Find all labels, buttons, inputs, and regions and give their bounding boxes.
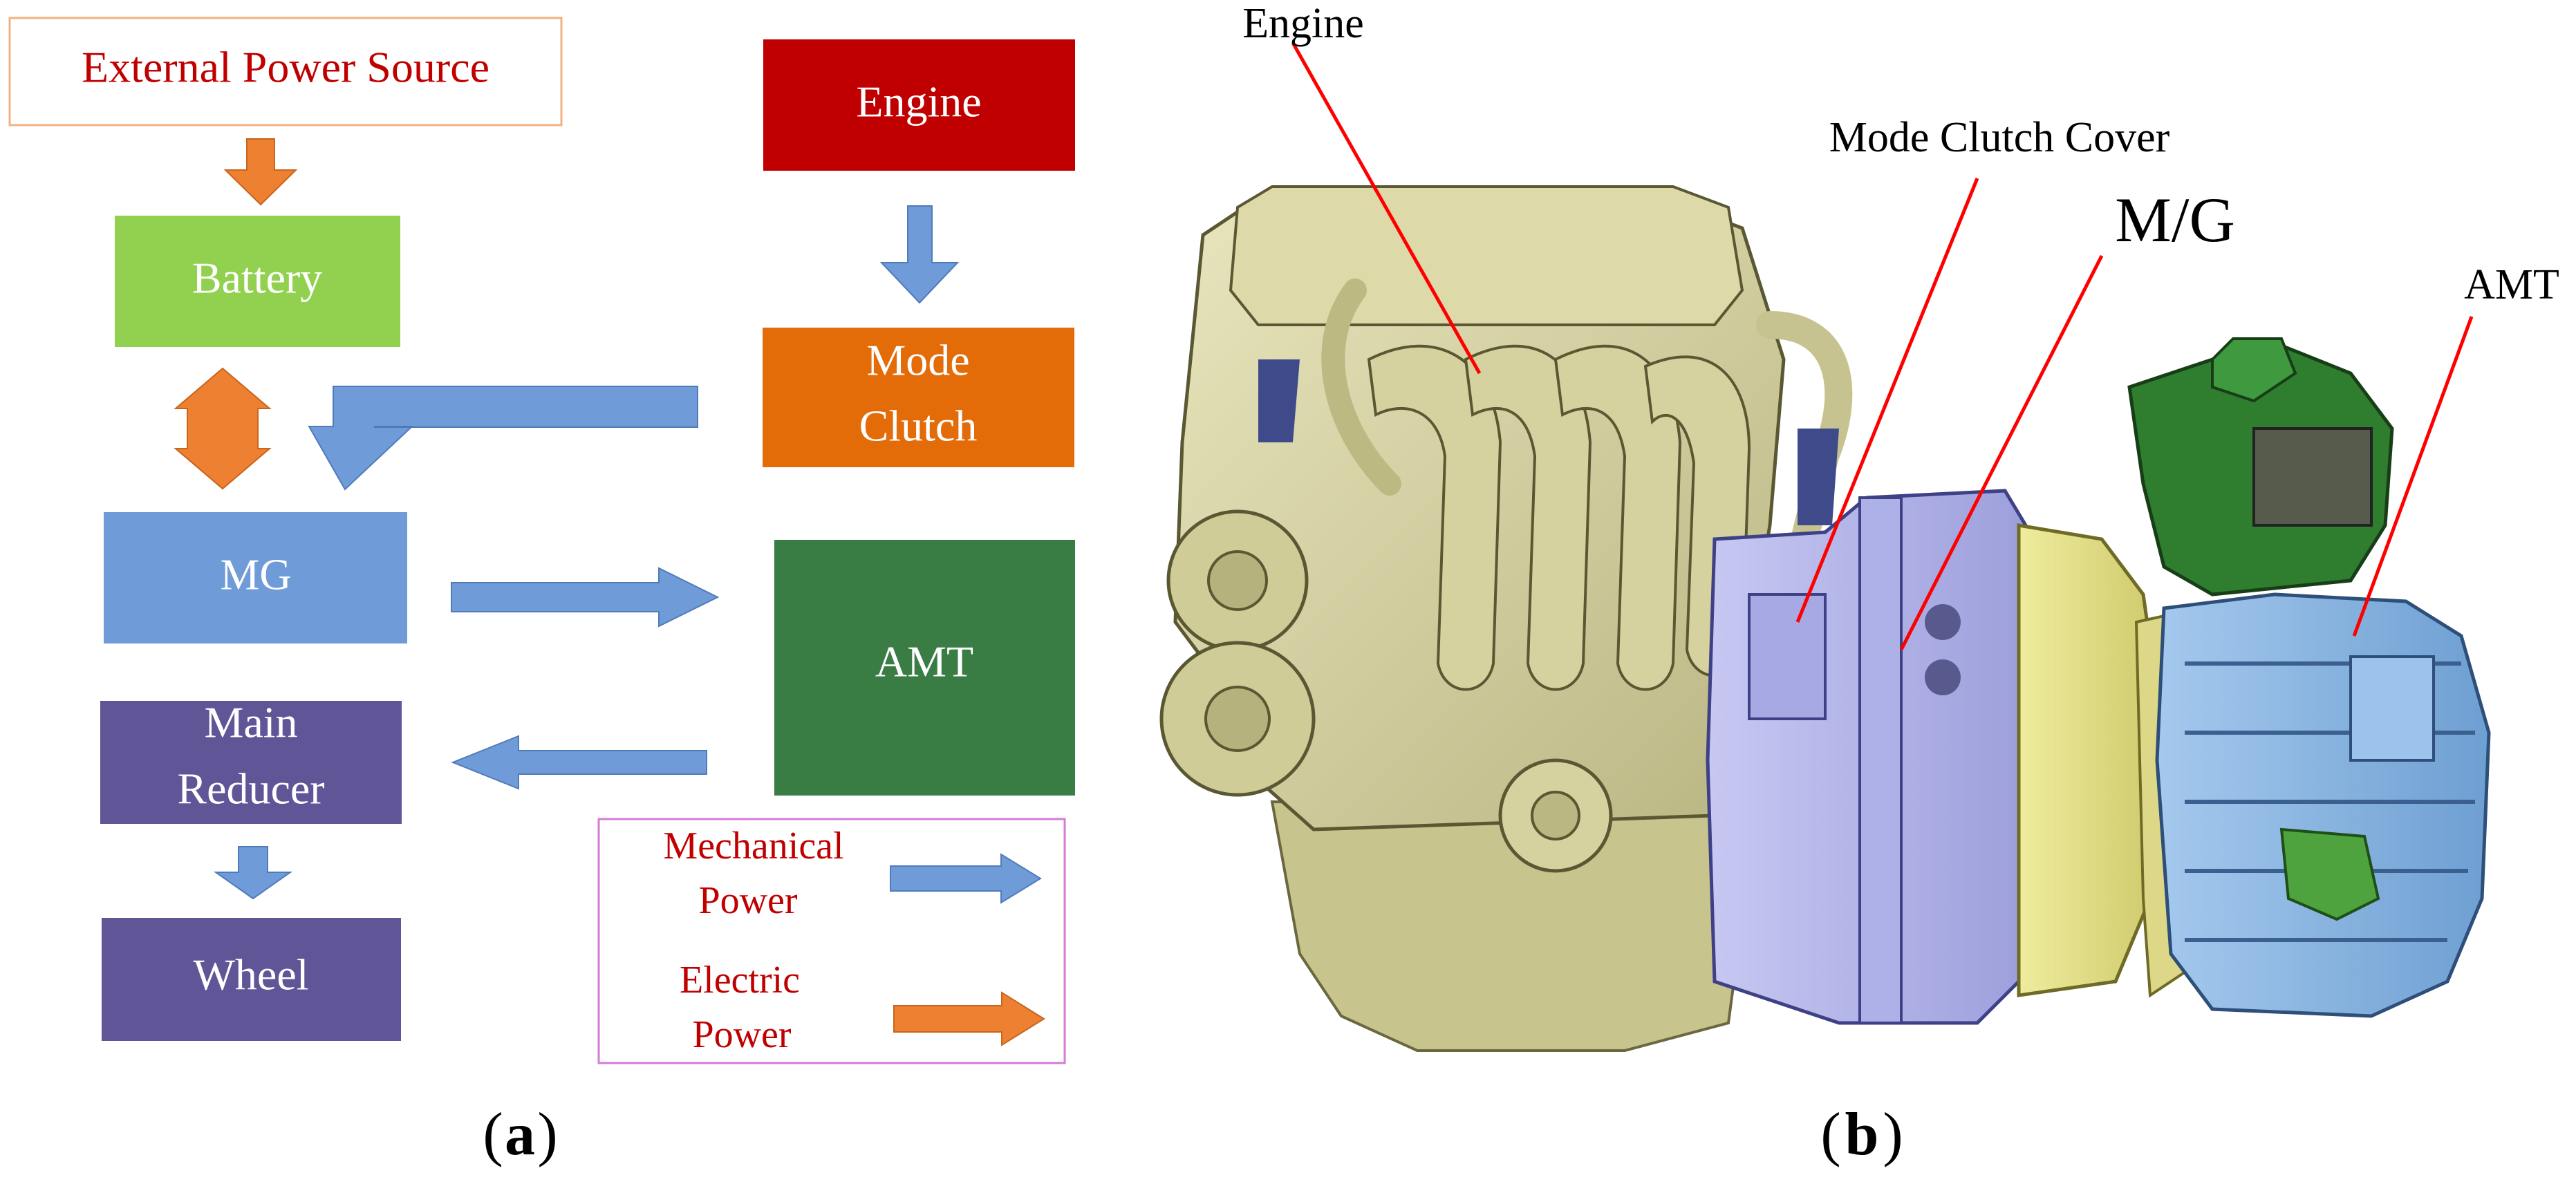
- mg-label: MG: [220, 550, 291, 599]
- main-reducer-node: Main Reducer: [100, 698, 402, 824]
- amt-bracket: [2279, 827, 2380, 921]
- amt-callout-label: AMT: [2464, 261, 2559, 308]
- panel-a-caption: ( a ): [483, 1101, 557, 1168]
- wheel-label: Wheel: [194, 950, 309, 999]
- engine-label: Engine: [856, 77, 981, 126]
- engine-pulley-lower-hub: [1204, 686, 1271, 752]
- mg-leader-line: [1899, 254, 2104, 651]
- external-to-battery-arrow: [223, 138, 298, 206]
- legend-electric-label-line2: Power: [692, 1013, 791, 1056]
- mode-clutch-node: Mode Clutch: [763, 328, 1074, 467]
- amt-case: [2155, 592, 2491, 1018]
- legend-mechanical-label-line1: Mechanical: [663, 825, 843, 867]
- mode-clutch-cover-callout-label: Mode Clutch Cover: [1829, 114, 2170, 161]
- battery-node: Battery: [115, 216, 400, 347]
- panel-b-letter: b: [1845, 1101, 1879, 1168]
- mg-to-amt-arrow: [451, 567, 720, 628]
- amt-actuator-housing: [2252, 427, 2373, 527]
- engine-to-clutch-arrow: [879, 205, 960, 304]
- engine-shadow-right: [1798, 429, 1839, 525]
- engine-shadow-left: [1258, 359, 1300, 442]
- panel-b-open-paren: (: [1820, 1101, 1840, 1168]
- panel-a-letter: a: [505, 1101, 535, 1168]
- panel-b-caption: ( b ): [1820, 1101, 1903, 1168]
- legend-electric-arrow: [893, 991, 1045, 1046]
- wheel-node: Wheel: [102, 918, 401, 1041]
- legend-mechanical-arrow: [890, 853, 1042, 904]
- external-power-source-label: External Power Source: [82, 43, 489, 92]
- legend-electric-label-line1: Electric: [680, 959, 800, 1002]
- legend: Mechanical Power Electric Power: [597, 818, 1066, 1064]
- panel-b-close-paren: ): [1883, 1101, 1903, 1168]
- engine-coolant-pipe: [1321, 279, 1401, 496]
- mode-clutch-cover-leader-line: [1795, 178, 1979, 623]
- main-reducer-label-line1: Main: [204, 698, 297, 747]
- engine-callout-label: Engine: [1242, 0, 1364, 47]
- amt-to-reducer-arrow: [451, 735, 707, 790]
- panel-a-open-paren: (: [483, 1101, 503, 1168]
- engine-pulley-upper-hub: [1207, 550, 1268, 611]
- amt-node: AMT: [774, 540, 1075, 796]
- engine-flywheel-boss-hub: [1531, 791, 1580, 840]
- battery-label: Battery: [192, 254, 322, 303]
- panel-a-diagram: External Power Source Battery MG Main Re…: [8, 17, 1075, 1168]
- amt-leader-line: [2352, 316, 2474, 637]
- mg-housing-flange: [1858, 496, 1903, 1024]
- engine-valve-cover: [1229, 185, 1744, 326]
- battery-mg-bidirectional-arrow: [174, 367, 272, 490]
- bell-housing: [2017, 523, 2159, 997]
- panel-b-powertrain-render: Engine Mode Clutch Cover M/G AMT ( b ): [1159, 0, 2559, 1168]
- amt-label: AMT: [875, 637, 973, 686]
- clutch-to-mg-arrow: [308, 386, 698, 491]
- reducer-to-wheel-arrow: [213, 846, 293, 900]
- callout-leader-lines: [1291, 41, 2474, 651]
- mode-clutch-cover-pocket: [1748, 593, 1827, 720]
- engine-leader-line: [1291, 41, 1482, 375]
- mode-clutch-label-line1: Mode: [866, 336, 969, 385]
- legend-mechanical-label-line2: Power: [698, 879, 797, 922]
- panel-a-close-paren: ): [537, 1101, 557, 1168]
- mg-bolt-upper: [1925, 604, 1961, 640]
- mg-node: MG: [104, 512, 407, 643]
- mode-clutch-label-line2: Clutch: [859, 402, 978, 451]
- mg-bolt-lower: [1925, 659, 1961, 695]
- amt-case-boss: [2349, 655, 2435, 762]
- mg-callout-label: M/G: [2115, 185, 2235, 255]
- external-power-source-node: External Power Source: [8, 17, 563, 126]
- engine-node: Engine: [763, 39, 1075, 171]
- main-reducer-label-line2: Reducer: [177, 764, 324, 814]
- amt-actuator-motor: [2211, 337, 2297, 403]
